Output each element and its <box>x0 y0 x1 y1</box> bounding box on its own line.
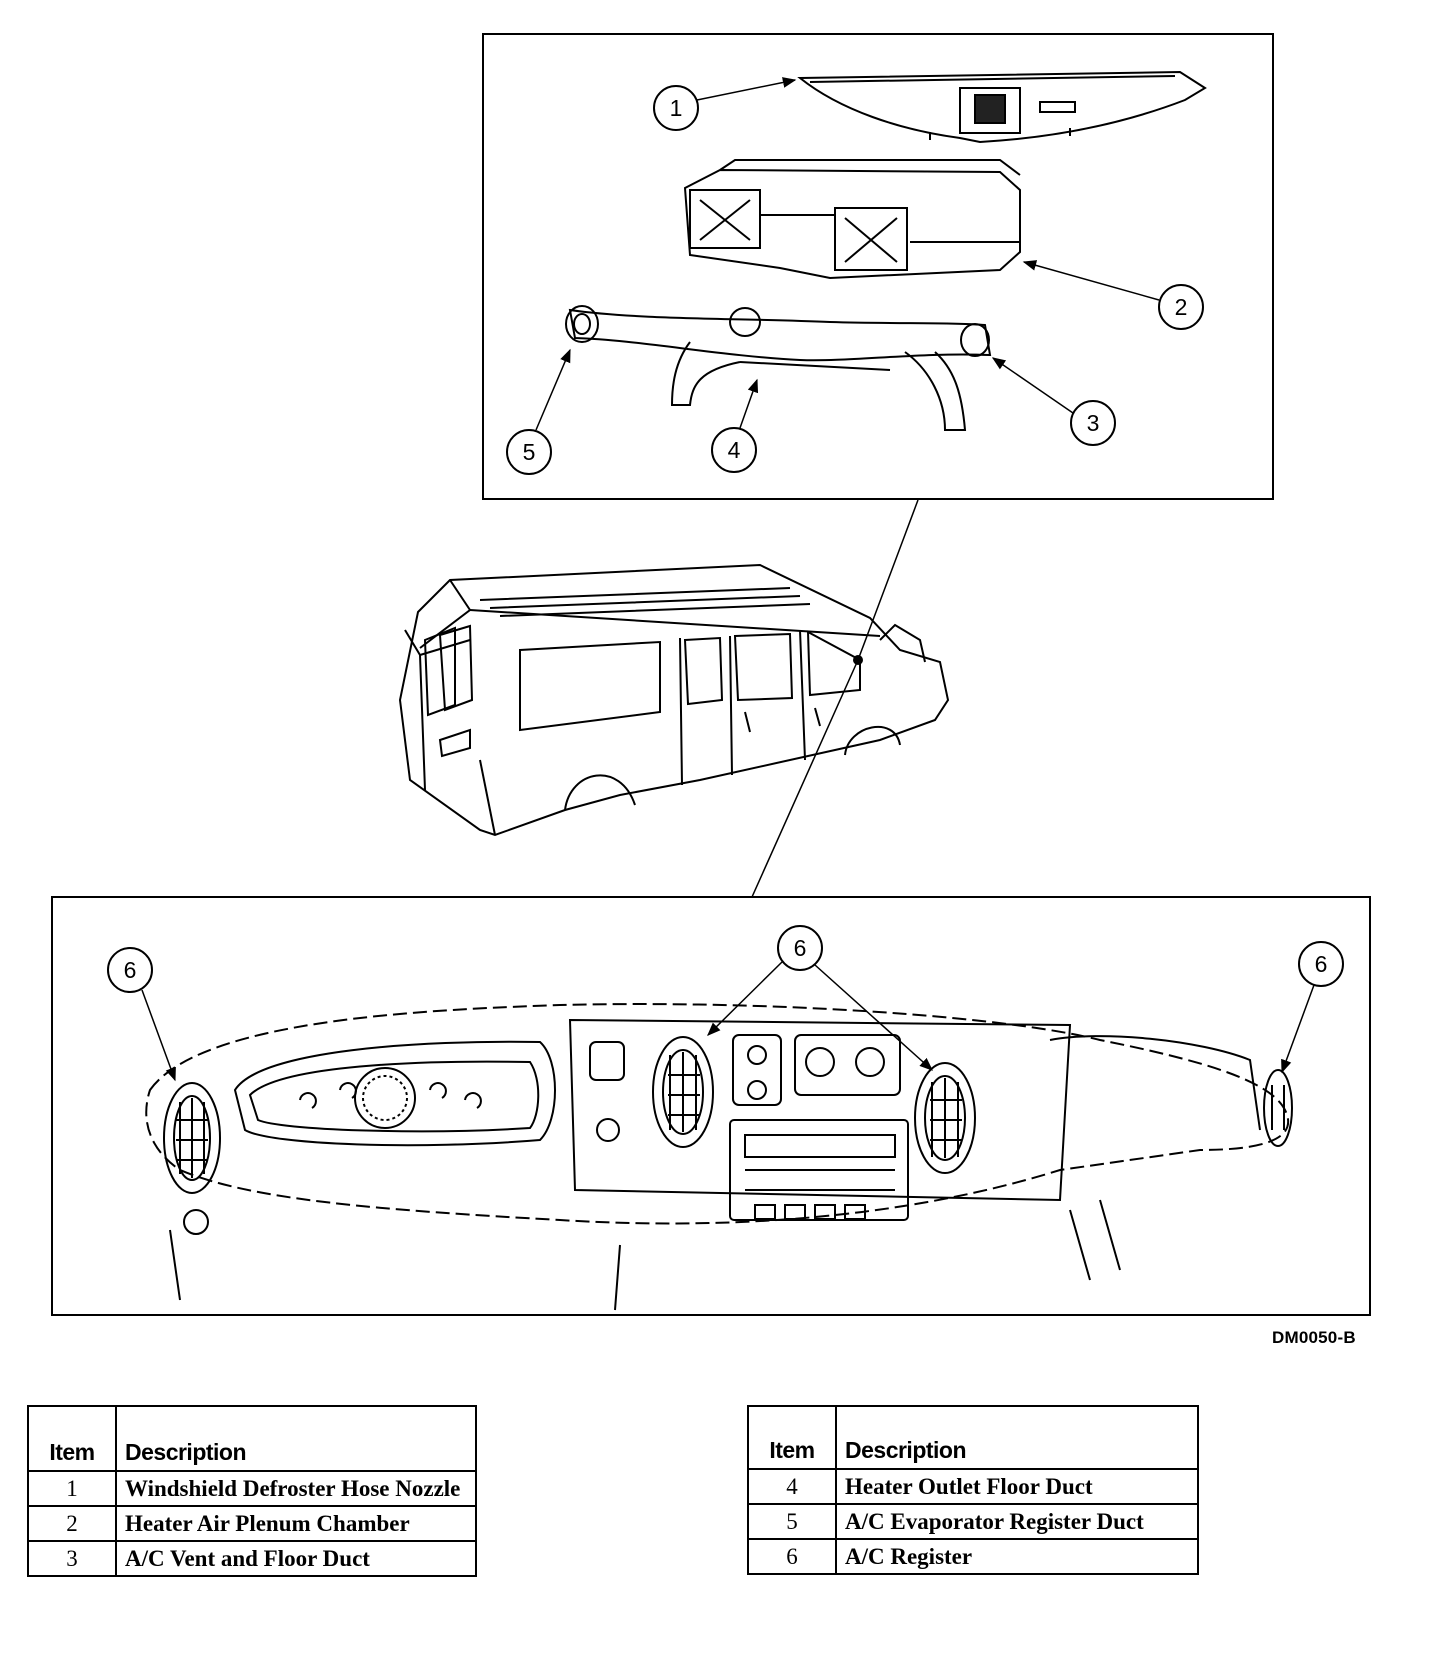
legend-row: 4 Heater Outlet Floor Duct <box>747 1468 1199 1505</box>
svg-text:6: 6 <box>124 957 137 983</box>
svg-text:1: 1 <box>670 95 683 121</box>
callout-3: 3 <box>1070 400 1116 446</box>
leader-6-left <box>141 989 176 1082</box>
callout-6-left: 6 <box>107 947 153 993</box>
legend-item-description: A/C Evaporator Register Duct <box>835 1503 1199 1540</box>
legend-item-description: Heater Outlet Floor Duct <box>835 1468 1199 1505</box>
header-item: Item <box>27 1405 117 1472</box>
leader-van-to-dash <box>751 659 859 898</box>
dash-detail-frame <box>51 896 1371 1316</box>
svg-text:5: 5 <box>523 439 536 465</box>
legend-header-row: Item Description <box>27 1405 477 1472</box>
legend-table-left: Item Description 1 Windshield Defroster … <box>27 1405 477 1577</box>
legend-item-number: 1 <box>27 1470 117 1507</box>
legend-row: 3 A/C Vent and Floor Duct <box>27 1540 477 1577</box>
instrument-panel-part <box>145 1003 1293 1311</box>
legend-item-description: Heater Air Plenum Chamber <box>115 1505 477 1542</box>
legend-item-number: 3 <box>27 1540 117 1577</box>
legend-item-number: 2 <box>27 1505 117 1542</box>
top-detail-frame <box>482 33 1274 500</box>
legend-item-number: 6 <box>747 1538 837 1575</box>
figure-code: DM0050-B <box>1272 1328 1356 1347</box>
svg-text:2: 2 <box>1175 294 1188 320</box>
callout-1: 1 <box>653 85 699 131</box>
plenum-chamber-part <box>683 159 1021 280</box>
header-item: Item <box>747 1405 837 1470</box>
floor-duct-part <box>565 305 992 431</box>
svg-text:3: 3 <box>1087 410 1100 436</box>
leader-6-center-b <box>814 964 934 1071</box>
legend-item-description: Windshield Defroster Hose Nozzle <box>115 1470 477 1507</box>
leader-3 <box>991 357 1074 414</box>
legend-row: 5 A/C Evaporator Register Duct <box>747 1503 1199 1540</box>
legend-item-description: A/C Vent and Floor Duct <box>115 1540 477 1577</box>
legend-header-row: Item Description <box>747 1405 1199 1470</box>
callout-2: 2 <box>1158 284 1204 330</box>
header-description: Description <box>835 1405 1199 1470</box>
svg-text:4: 4 <box>728 437 741 463</box>
leader-4 <box>739 378 759 429</box>
legend-row: 2 Heater Air Plenum Chamber <box>27 1505 477 1542</box>
legend-item-description: A/C Register <box>835 1538 1199 1575</box>
leader-top-to-van <box>857 499 919 661</box>
leader-6-right <box>1281 984 1315 1074</box>
defroster-nozzle-part <box>797 70 1207 144</box>
van-illustration <box>398 563 950 837</box>
header-description: Description <box>115 1405 477 1472</box>
legend-row: 1 Windshield Defroster Hose Nozzle <box>27 1470 477 1507</box>
callout-4: 4 <box>711 427 757 473</box>
callout-6-center: 6 <box>777 925 823 971</box>
legend-item-number: 4 <box>747 1468 837 1505</box>
svg-text:6: 6 <box>1315 951 1328 977</box>
callout-5: 5 <box>506 429 552 475</box>
leader-5 <box>535 348 571 431</box>
leader-2 <box>1022 260 1160 301</box>
svg-text:6: 6 <box>794 935 807 961</box>
legend-item-number: 5 <box>747 1503 837 1540</box>
leader-1 <box>696 77 797 101</box>
leader-6-center-a <box>707 961 783 1036</box>
legend-row: 6 A/C Register <box>747 1538 1199 1575</box>
legend-table-right: Item Description 4 Heater Outlet Floor D… <box>747 1405 1199 1575</box>
callout-6-right: 6 <box>1298 941 1344 987</box>
